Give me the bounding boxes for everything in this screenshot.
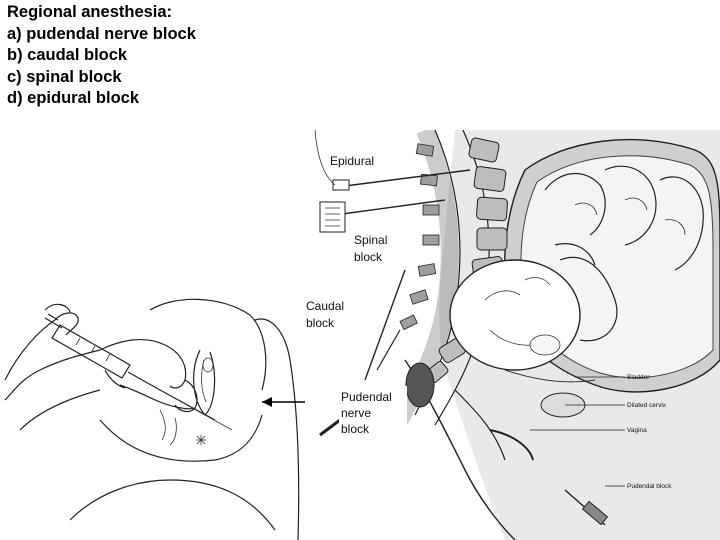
list-item-a: a) pudendal nerve block xyxy=(7,24,196,43)
label-epidural: Epidural xyxy=(330,154,374,168)
list-item-d: d) epidural block xyxy=(7,89,140,107)
pudendal-procedure-illustration xyxy=(0,290,305,540)
label-dilated-cervix: Dilated cervix xyxy=(627,402,667,409)
label-pudendal-line1: Pudendal xyxy=(341,390,392,404)
leader-lines xyxy=(530,376,625,487)
list-item-c: c) spinal block xyxy=(7,67,122,86)
label-bladder: Bladder xyxy=(627,374,650,381)
title-block: Regional anesthesia: a) pudendal nerve b… xyxy=(7,2,196,110)
list-item-b: b) caudal block xyxy=(7,46,128,64)
label-pudendal-line3: block xyxy=(341,422,370,436)
page-title: Regional anesthesia: xyxy=(7,3,173,21)
label-spinal-line2: block xyxy=(354,250,383,264)
anus-mark xyxy=(196,435,206,445)
fetal-head xyxy=(449,259,581,371)
sagittal-section-illustration: Epidural Spinal block Caudal block Puden… xyxy=(305,130,720,540)
label-pudendal-block-small: Pudendal block xyxy=(627,483,672,490)
arrow-to-illustration xyxy=(262,397,305,407)
label-spinal-line1: Spinal xyxy=(354,233,387,247)
needles xyxy=(314,130,609,526)
fetal-body xyxy=(544,165,704,342)
label-caudal-line1: Caudal xyxy=(306,299,344,313)
label-caudal-line2: block xyxy=(306,316,335,330)
syringe xyxy=(44,313,233,431)
label-pudendal-line2: nerve xyxy=(341,406,371,420)
label-vagina: Vagina xyxy=(627,427,647,434)
